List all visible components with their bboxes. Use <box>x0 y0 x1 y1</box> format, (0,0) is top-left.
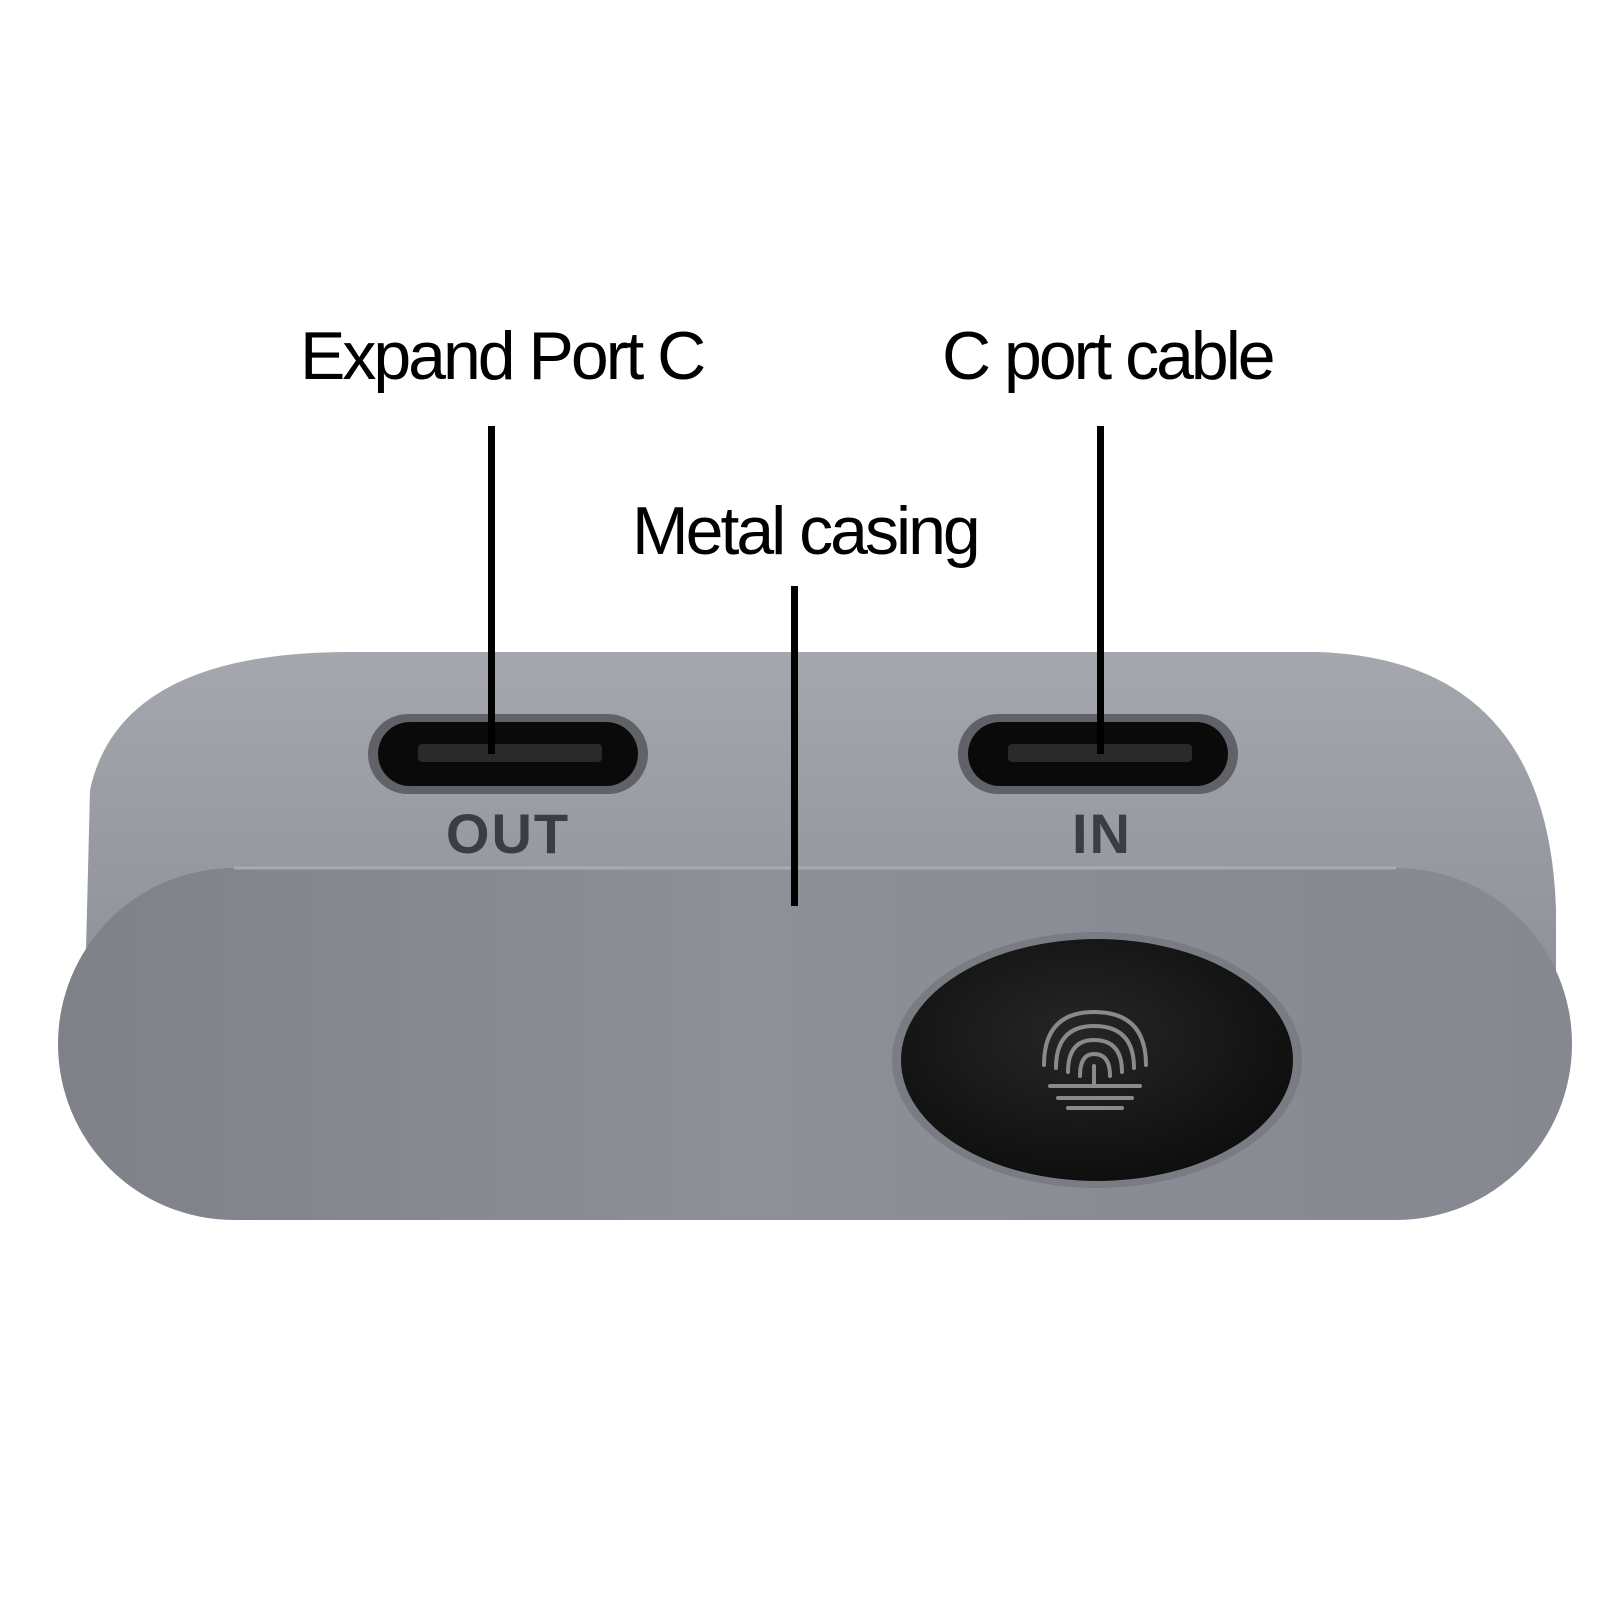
casing-front-face <box>58 868 1572 1220</box>
usb-c-in-port <box>958 714 1238 794</box>
fingerprint-sensor <box>901 939 1293 1181</box>
casing-callout: Metal casing <box>632 493 981 569</box>
cable-port-callout: C port cable <box>942 318 1276 394</box>
out-port-label: OUT <box>446 802 570 865</box>
expand-port-leader-line <box>488 426 495 754</box>
expand-port-callout: Expand Port C <box>300 318 706 394</box>
in-port-label: IN <box>1072 802 1132 865</box>
usb-c-out-port <box>368 714 648 794</box>
cable-port-leader-line <box>1097 426 1104 754</box>
casing-leader-line <box>791 586 798 906</box>
fingerprint-icon <box>1042 1009 1148 1110</box>
